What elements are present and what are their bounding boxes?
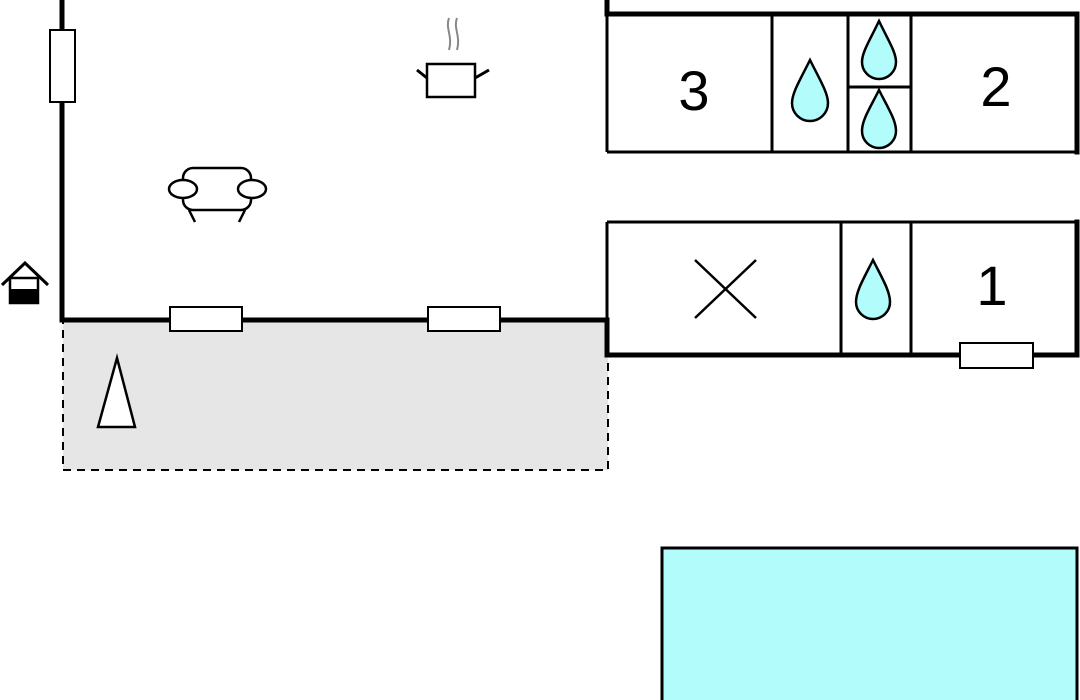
room-number-1: 1 [976,254,1007,317]
water-drop-icon [860,18,898,81]
lower-wing-outer-wall [604,219,1080,358]
sofa-icon [167,166,268,223]
kitchen-pot-icon [416,17,490,99]
water-drop-icon [860,87,898,150]
living-area-walls [59,0,610,358]
upper-wing-outer-wall [604,11,1080,155]
room-number-2: 2 [980,55,1011,118]
window-left-wall [49,29,76,103]
window-bottom-wall-2 [427,306,501,332]
pool [660,546,1079,700]
terrace-area [62,319,609,471]
cross-icon [694,259,757,319]
water-drop-icon [790,57,830,123]
tree-icon [96,353,137,429]
water-drop-icon [854,257,892,321]
window-bottom-wall-1 [169,306,243,332]
window-lower-wing [959,342,1034,369]
entrance-house-icon [0,260,50,305]
room-number-3: 3 [678,59,709,122]
